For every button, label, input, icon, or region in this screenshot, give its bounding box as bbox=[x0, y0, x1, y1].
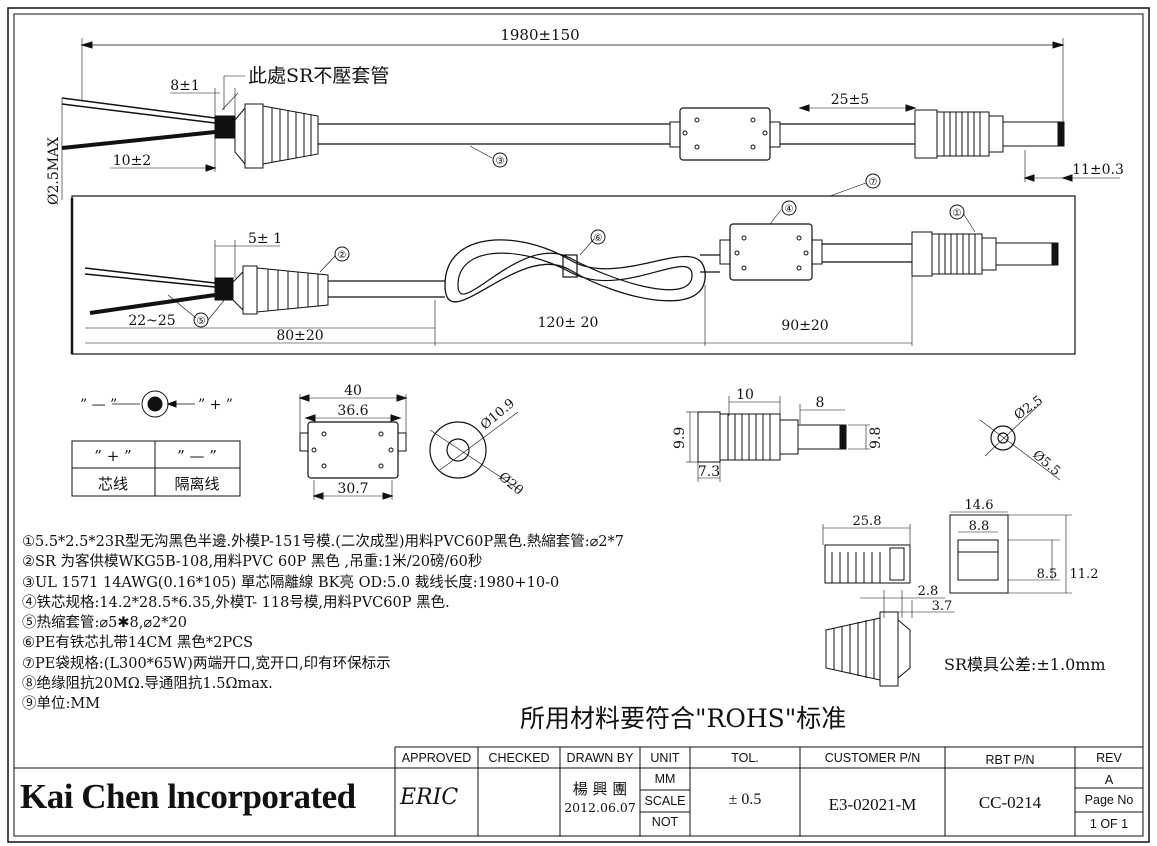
dim-plug-h-right: 9.8 bbox=[868, 427, 884, 449]
dim-split-length: 22~25 bbox=[128, 313, 175, 329]
header-customer-pn: CUSTOMER P/N bbox=[824, 751, 921, 765]
note-item: ①5.5*2.5*23R型无沟黑色半邊.外模P-151号模.(二次成型)用料PV… bbox=[22, 534, 625, 550]
dim-sr-d2: 3.7 bbox=[932, 599, 953, 614]
note-item: ⑨单位:MM bbox=[22, 696, 101, 713]
header-rev: REV bbox=[1096, 751, 1122, 765]
callout-cable: ③ bbox=[496, 156, 505, 167]
drawer-name: 楊 興 團 bbox=[572, 780, 628, 798]
dim-sr-end-width: 14.6 bbox=[965, 498, 994, 513]
page-no-label: Page No bbox=[1084, 793, 1134, 807]
polarity-diagram bbox=[71, 390, 241, 497]
header-drawn-by: DRAWN BY bbox=[566, 751, 634, 765]
company-name: Kai Chen lncorporated bbox=[20, 777, 356, 816]
dim-strip-length: 8±1 bbox=[170, 78, 200, 94]
dim-plug-outer: Ø5.5 bbox=[1029, 448, 1063, 480]
notes-list: ①5.5*2.5*23R型无沟黑色半邊.外模P-151号模.(二次成型)用料PV… bbox=[22, 532, 624, 715]
polarity-value-minus: 隔离线 bbox=[174, 475, 219, 493]
rev-value: A bbox=[1104, 773, 1114, 787]
outer-border bbox=[7, 7, 1150, 843]
callout-core: ④ bbox=[785, 204, 794, 215]
approver-signature: ERIC bbox=[400, 785, 459, 810]
dim-plug-b: 8 bbox=[816, 395, 825, 411]
strain-relief-detail bbox=[822, 511, 1072, 687]
tolerance-value: ± 0.5 bbox=[728, 791, 762, 808]
dim-sr-end-height: 11.2 bbox=[1070, 567, 1099, 582]
plug-detail bbox=[686, 396, 1061, 482]
dim-core-mid-width: 36.6 bbox=[337, 403, 368, 419]
header-tol: TOL. bbox=[731, 751, 759, 765]
note-item: ③UL 1571 14AWG(0.16*105) 單芯隔離線 BK亮 OD:5.… bbox=[22, 574, 560, 591]
header-rbt-pn: RBT P/N bbox=[985, 753, 1035, 767]
rohs-requirement: 所用材料要符合"ROHS"标准 bbox=[520, 704, 847, 733]
header-unit: UNIT bbox=[650, 751, 680, 765]
page-value: 1 OF 1 bbox=[1089, 817, 1129, 831]
polarity-header-plus: ” + ” bbox=[94, 447, 131, 465]
polarity-header-minus: ” — ” bbox=[177, 447, 217, 465]
ferrite-core-detail bbox=[298, 394, 521, 500]
unit-scale: SCALE bbox=[644, 794, 686, 808]
inner-border bbox=[13, 13, 1144, 837]
note-item: ⑤热缩套管:⌀5✱8,⌀2*20 bbox=[22, 615, 187, 632]
callout-plug: ① bbox=[953, 208, 962, 219]
customer-pn-value: E3-02021-M bbox=[828, 795, 917, 814]
title-block-grid bbox=[14, 746, 1143, 836]
callout-tie: ⑥ bbox=[594, 233, 603, 244]
note-item: ④铁芯规格:14.2*28.5*6.35,外模T- 118号模,用料PVC60P… bbox=[22, 594, 450, 611]
callout-sr: ② bbox=[338, 250, 347, 261]
drawn-date: 2012.06.07 bbox=[564, 800, 636, 815]
dim-core-outer-width: 40 bbox=[344, 383, 362, 399]
dim-sr-to-loop: 80±20 bbox=[276, 328, 323, 344]
unit-not: NOT bbox=[651, 815, 679, 829]
rbt-pn-value: CC-0214 bbox=[978, 793, 1042, 812]
callout-shrink: ⑤ bbox=[197, 316, 206, 327]
polarity-minus-label: ” — ” bbox=[80, 397, 117, 413]
dim-loop-length: 120± 20 bbox=[538, 315, 599, 331]
dim-sr-end-inner-width: 8.8 bbox=[969, 519, 990, 534]
dim-plug-inner: Ø2.5 bbox=[1012, 393, 1046, 423]
dim-plug-a: 10 bbox=[736, 387, 754, 403]
dim-core-od: Ø10.9 bbox=[478, 396, 518, 433]
dim-plug-length: 25±5 bbox=[831, 92, 869, 108]
dim-bottom-strip: 5± 1 bbox=[248, 231, 282, 247]
note-item: ②SR 为客供模WKG5B-108,用料PVC 60P 黑色 ,吊重:1米/20… bbox=[22, 554, 483, 571]
dim-core-id: Ø20 bbox=[495, 470, 525, 499]
dim-plug-base: 7.3 bbox=[698, 464, 720, 480]
top-assembly-view bbox=[61, 38, 1120, 200]
polarity-plus-label: ” + ” bbox=[198, 397, 233, 413]
header-checked: CHECKED bbox=[488, 751, 550, 765]
note-item: ⑧绝缘阻抗20MΩ.导通阻抗1.5Ωmax. bbox=[22, 676, 273, 693]
note-sr-no-sleeve: 此處SR不壓套管 bbox=[248, 65, 389, 87]
sr-tolerance-note: SR模具公差:±1.0mm bbox=[944, 655, 1106, 674]
note-item: ⑦PE袋规格:(L300*65W)两端开口,宽开口,印有环保标示 bbox=[22, 655, 391, 672]
dim-total-length: 1980±150 bbox=[500, 26, 579, 44]
dim-plug-h-left: 9.9 bbox=[672, 427, 688, 449]
dim-sr-end-inner-height: 8.5 bbox=[1037, 567, 1058, 582]
dim-tip-length: 11±0.3 bbox=[1072, 162, 1124, 178]
unit-mm: MM bbox=[654, 772, 676, 786]
header-approved: APPROVED bbox=[401, 751, 472, 765]
callout-bag: ⑦ bbox=[869, 177, 878, 188]
dim-core-bottom-width: 30.7 bbox=[337, 481, 368, 497]
dim-wire-length: 10±2 bbox=[113, 153, 151, 169]
polarity-value-plus: 芯线 bbox=[98, 475, 128, 493]
packed-assembly-view bbox=[70, 182, 1076, 355]
dim-od-max: Ø2.5MAX bbox=[46, 137, 62, 205]
note-item: ⑥PE有铁芯扎带14CM 黑色*2PCS bbox=[22, 635, 254, 652]
dim-sr-d1: 2.8 bbox=[918, 584, 939, 599]
dim-core-to-plug: 90±20 bbox=[781, 318, 828, 334]
dim-sr-length: 25.8 bbox=[853, 514, 882, 529]
